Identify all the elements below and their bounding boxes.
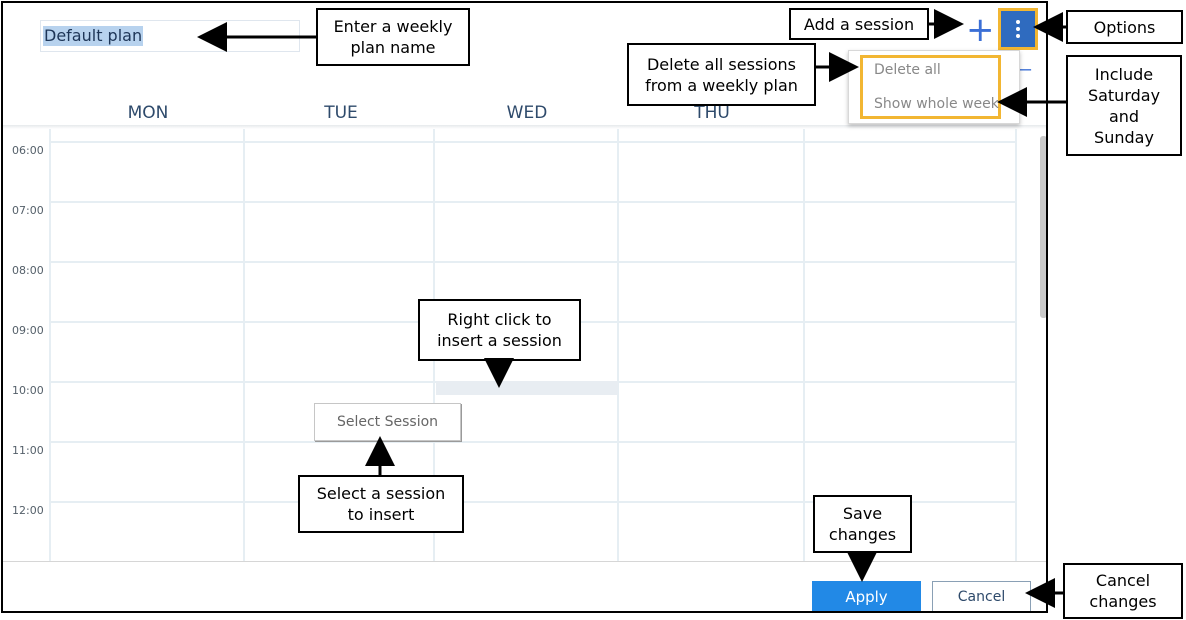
day-header-wed: WED (506, 103, 548, 123)
vertical-ellipsis-icon (1016, 20, 1020, 24)
callout-save: Save changes (813, 495, 912, 553)
select-session-dropdown[interactable]: Select Session (314, 403, 461, 441)
cancel-button[interactable]: Cancel (932, 581, 1031, 611)
day-header-tue: TUE (324, 103, 358, 123)
callout-cancel: Cancel changes (1063, 563, 1183, 619)
callout-add-session: Add a session (789, 8, 929, 40)
time-label: 08:00 (12, 264, 44, 277)
time-label: 07:00 (12, 204, 44, 217)
plan-name-value: Default plan (43, 26, 144, 46)
plan-name-input[interactable]: Default plan (40, 20, 300, 52)
add-session-button[interactable]: + (966, 13, 995, 47)
callout-right-click: Right click to insert a session (418, 299, 581, 361)
highlighted-time-slot[interactable] (436, 381, 618, 395)
menu-item-delete-all[interactable]: Delete all (874, 62, 941, 78)
minus-icon: – (1020, 58, 1032, 80)
menu-item-show-whole-week[interactable]: Show whole week (874, 96, 999, 112)
options-button[interactable] (998, 8, 1038, 50)
time-label: 12:00 (12, 504, 44, 517)
callout-delete-all: Delete all sessions from a weekly plan (627, 43, 816, 106)
time-label: 11:00 (12, 444, 44, 457)
callout-options: Options (1066, 10, 1183, 44)
callout-select-session: Select a session to insert (298, 475, 464, 533)
time-label: 10:00 (12, 384, 44, 397)
weekly-plan-editor: Default plan + – MON TUE WED THU FRI 06:… (1, 1, 1048, 613)
day-header-mon: MON (127, 103, 169, 123)
plus-icon: + (966, 10, 995, 50)
callout-show-week: Include Saturday and Sunday (1066, 55, 1182, 156)
header-divider (3, 125, 1046, 129)
day-header-thu: THU (694, 103, 730, 123)
options-menu (848, 50, 1020, 124)
apply-button[interactable]: Apply (812, 581, 921, 611)
vertical-scrollbar[interactable] (1040, 136, 1046, 318)
callout-plan-name: Enter a weekly plan name (316, 8, 470, 66)
time-label: 09:00 (12, 324, 44, 337)
time-label: 06:00 (12, 144, 44, 157)
